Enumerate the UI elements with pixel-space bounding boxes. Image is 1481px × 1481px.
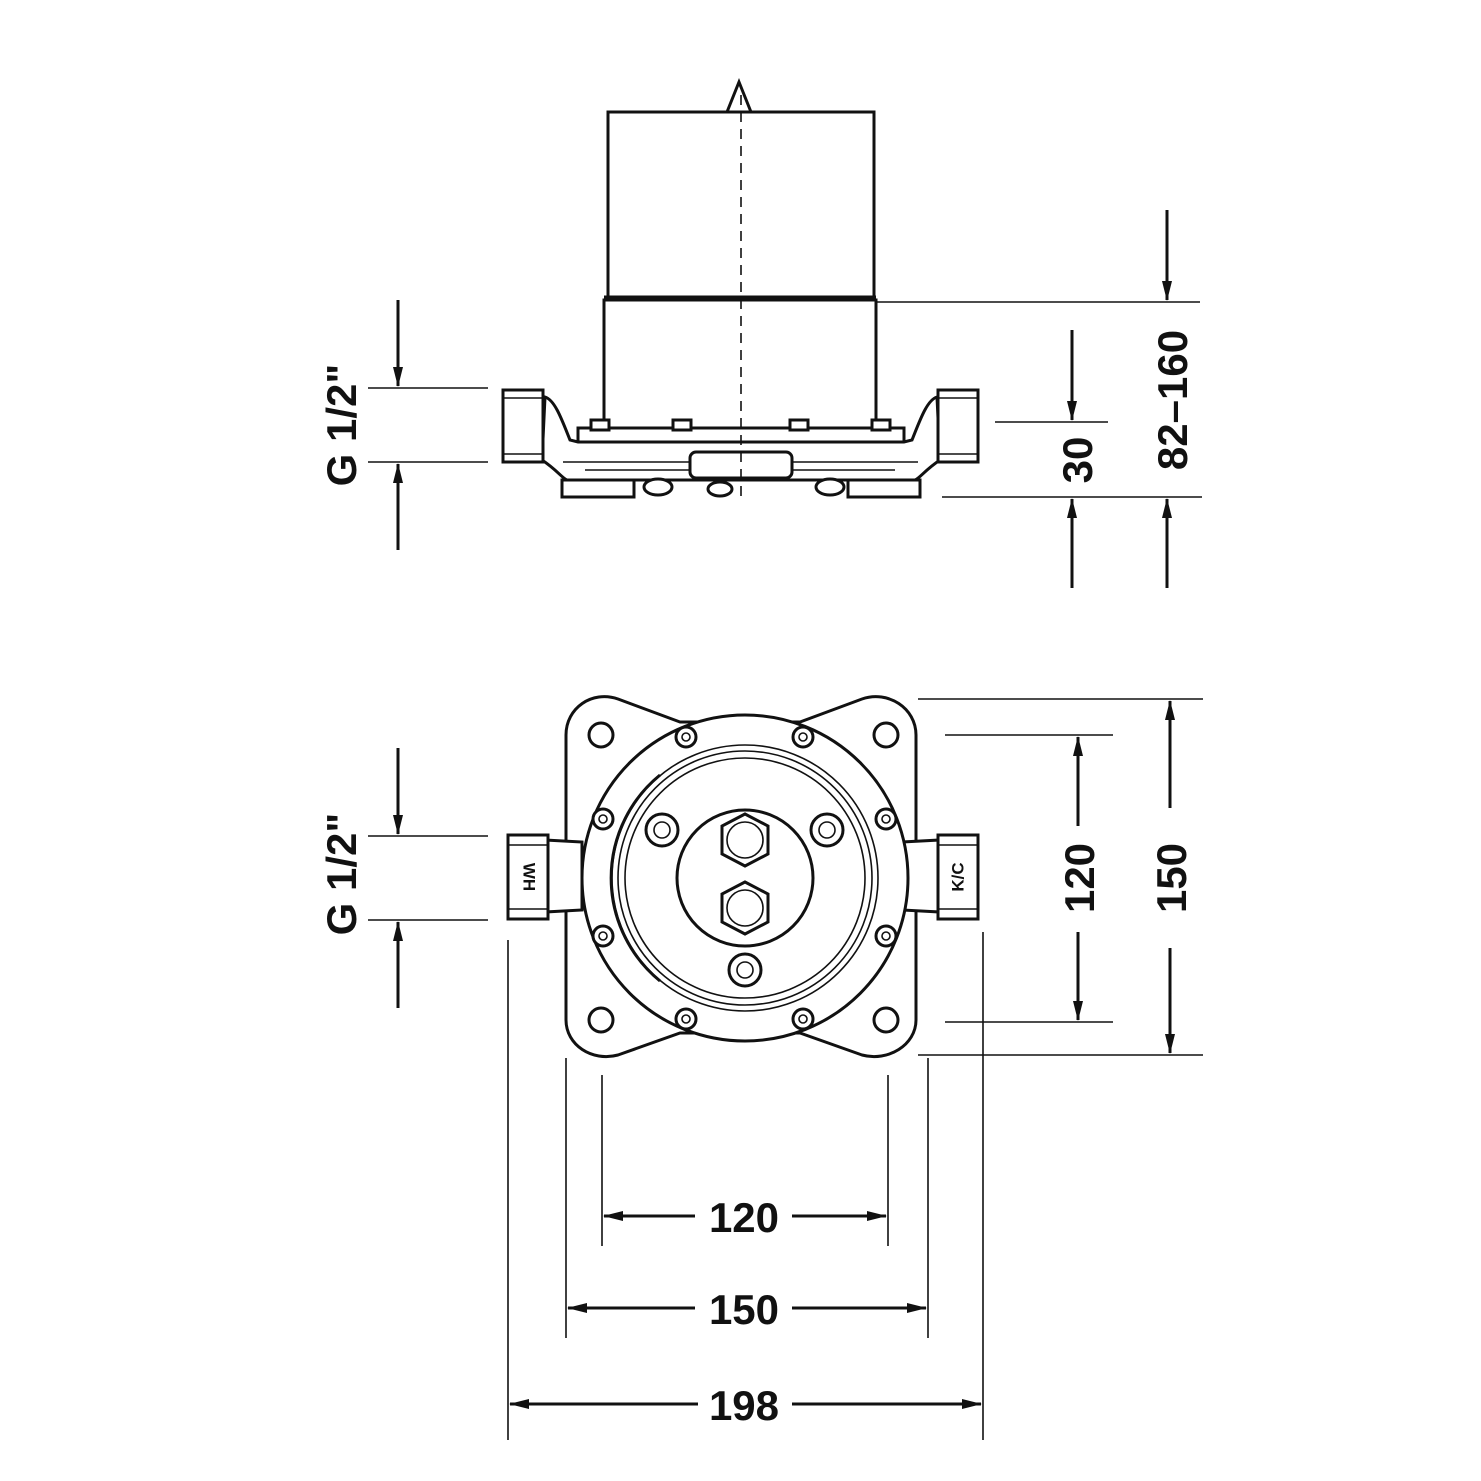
bolt-head — [671, 418, 693, 432]
hole-spacing-horizontal-label: 120 — [709, 1194, 779, 1241]
ring-bolt — [591, 807, 615, 831]
bolt-head — [870, 418, 892, 432]
thread-label-side: G 1/2" — [318, 364, 365, 487]
overall-width-label: 198 — [709, 1382, 779, 1429]
mounting-hole — [587, 721, 615, 749]
inlet-connector-right — [936, 388, 980, 464]
ring-bolt — [874, 924, 898, 948]
ring-bolt — [674, 1007, 698, 1031]
ring-bolt — [791, 1007, 815, 1031]
hot-inlet-connector — [506, 833, 550, 921]
cartridge-body — [675, 808, 815, 948]
bolt-head — [589, 418, 611, 432]
valve-port-upper — [720, 812, 770, 868]
connection-height-label: 30 — [1054, 437, 1101, 484]
inlet-connector-left — [501, 388, 545, 464]
valve-port-lower — [720, 880, 770, 936]
foot-right — [846, 478, 922, 499]
side-view: G 1/2" 30 82–160 — [318, 77, 1202, 588]
flange-height-label: 150 — [1148, 843, 1195, 913]
ring-bolt — [591, 924, 615, 948]
mounting-hole — [587, 1006, 615, 1034]
cold-marking: K/C — [948, 862, 967, 891]
thread-label-top: G 1/2" — [318, 813, 365, 936]
screw — [644, 812, 680, 848]
cold-inlet-connector — [936, 833, 980, 921]
ring-bolt — [791, 725, 815, 749]
valve-housing — [602, 298, 878, 432]
ring-bolt — [674, 725, 698, 749]
flange-width-label: 150 — [709, 1286, 779, 1333]
screw — [809, 812, 845, 848]
ring-bolt — [874, 807, 898, 831]
hot-inlet-body — [543, 838, 584, 914]
top-view: WH K/C G 1/2" 120 150 120 150 — [318, 695, 1203, 1440]
foot-left — [560, 478, 636, 499]
mounting-hole — [872, 1006, 900, 1034]
mounting-hole — [872, 721, 900, 749]
screw — [727, 952, 763, 988]
spindle-tip — [725, 77, 753, 113]
hot-marking: WH — [520, 863, 539, 891]
bolt-head — [788, 418, 810, 432]
hole-spacing-vertical-label: 120 — [1056, 843, 1103, 913]
install-depth-label: 82–160 — [1149, 330, 1196, 470]
